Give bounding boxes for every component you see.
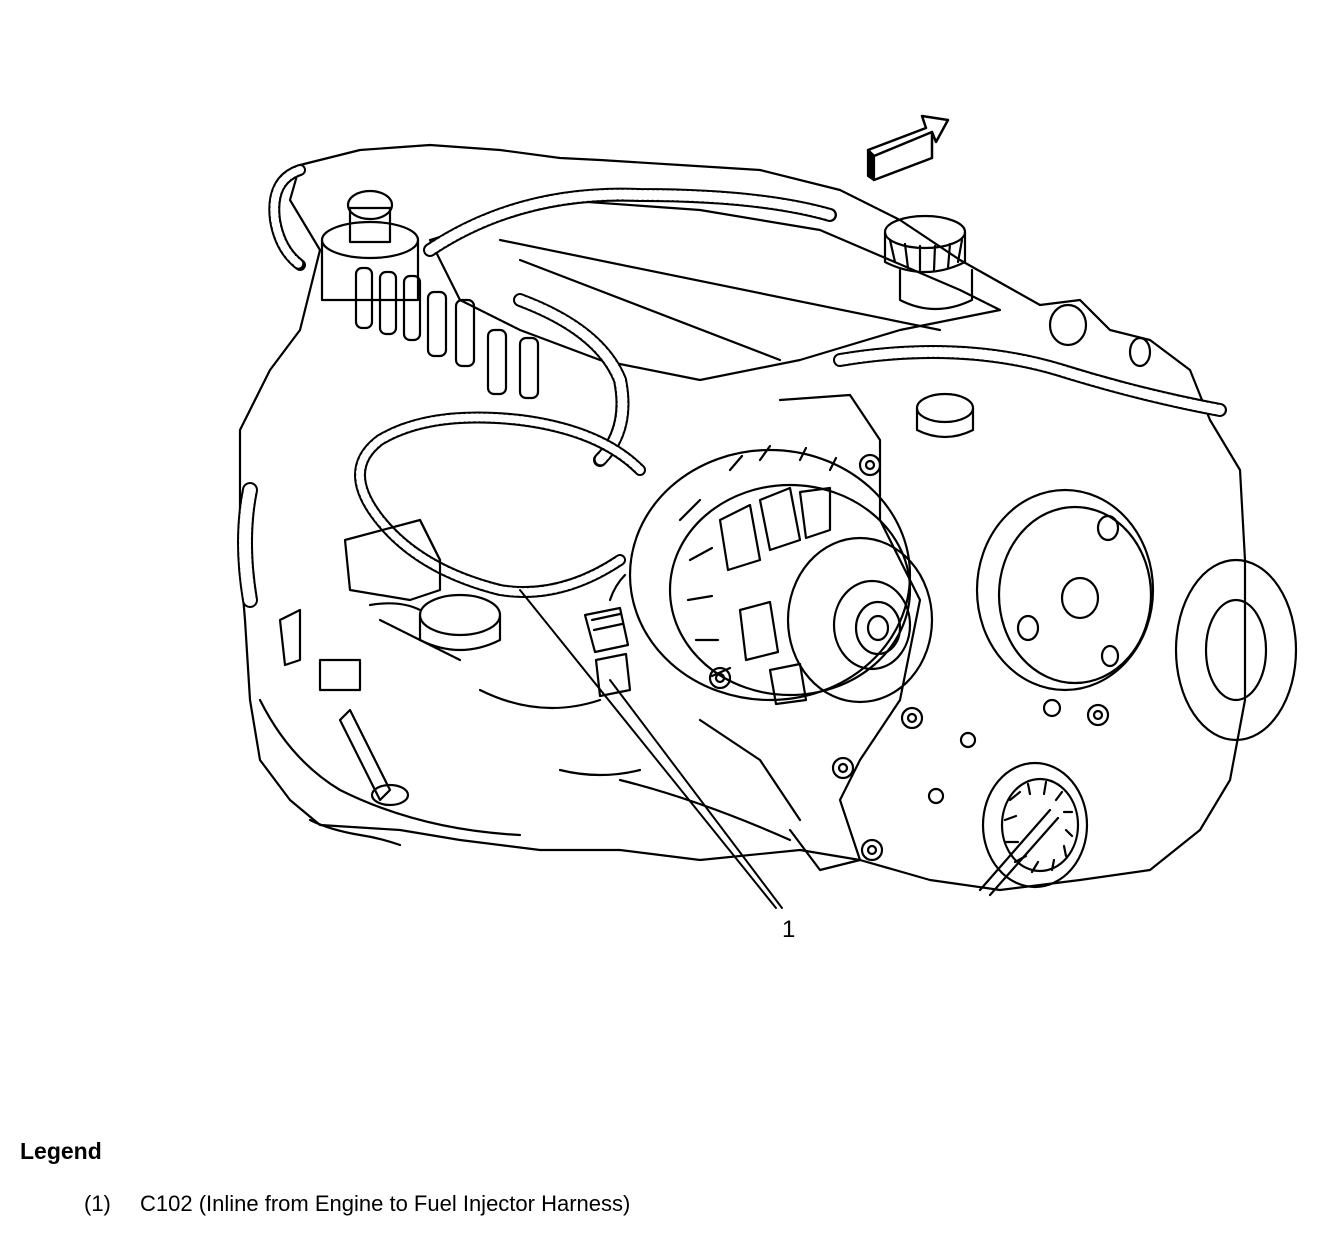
callout-number-1: 1 (782, 916, 796, 943)
legend-item-number: (1) (84, 1191, 111, 1216)
legend-title: Legend (20, 1138, 102, 1164)
engine-illustration (237, 143, 1298, 897)
engine-diagram (237, 114, 1298, 909)
front-direction-arrow-icon (866, 114, 950, 182)
legend-item: (1) C102 (Inline from Engine to Fuel Inj… (84, 1190, 660, 1217)
callout-leader (519, 589, 783, 909)
c102-connector (583, 573, 632, 698)
legend-item-text: C102 (Inline from Engine to Fuel Injecto… (140, 1191, 631, 1216)
